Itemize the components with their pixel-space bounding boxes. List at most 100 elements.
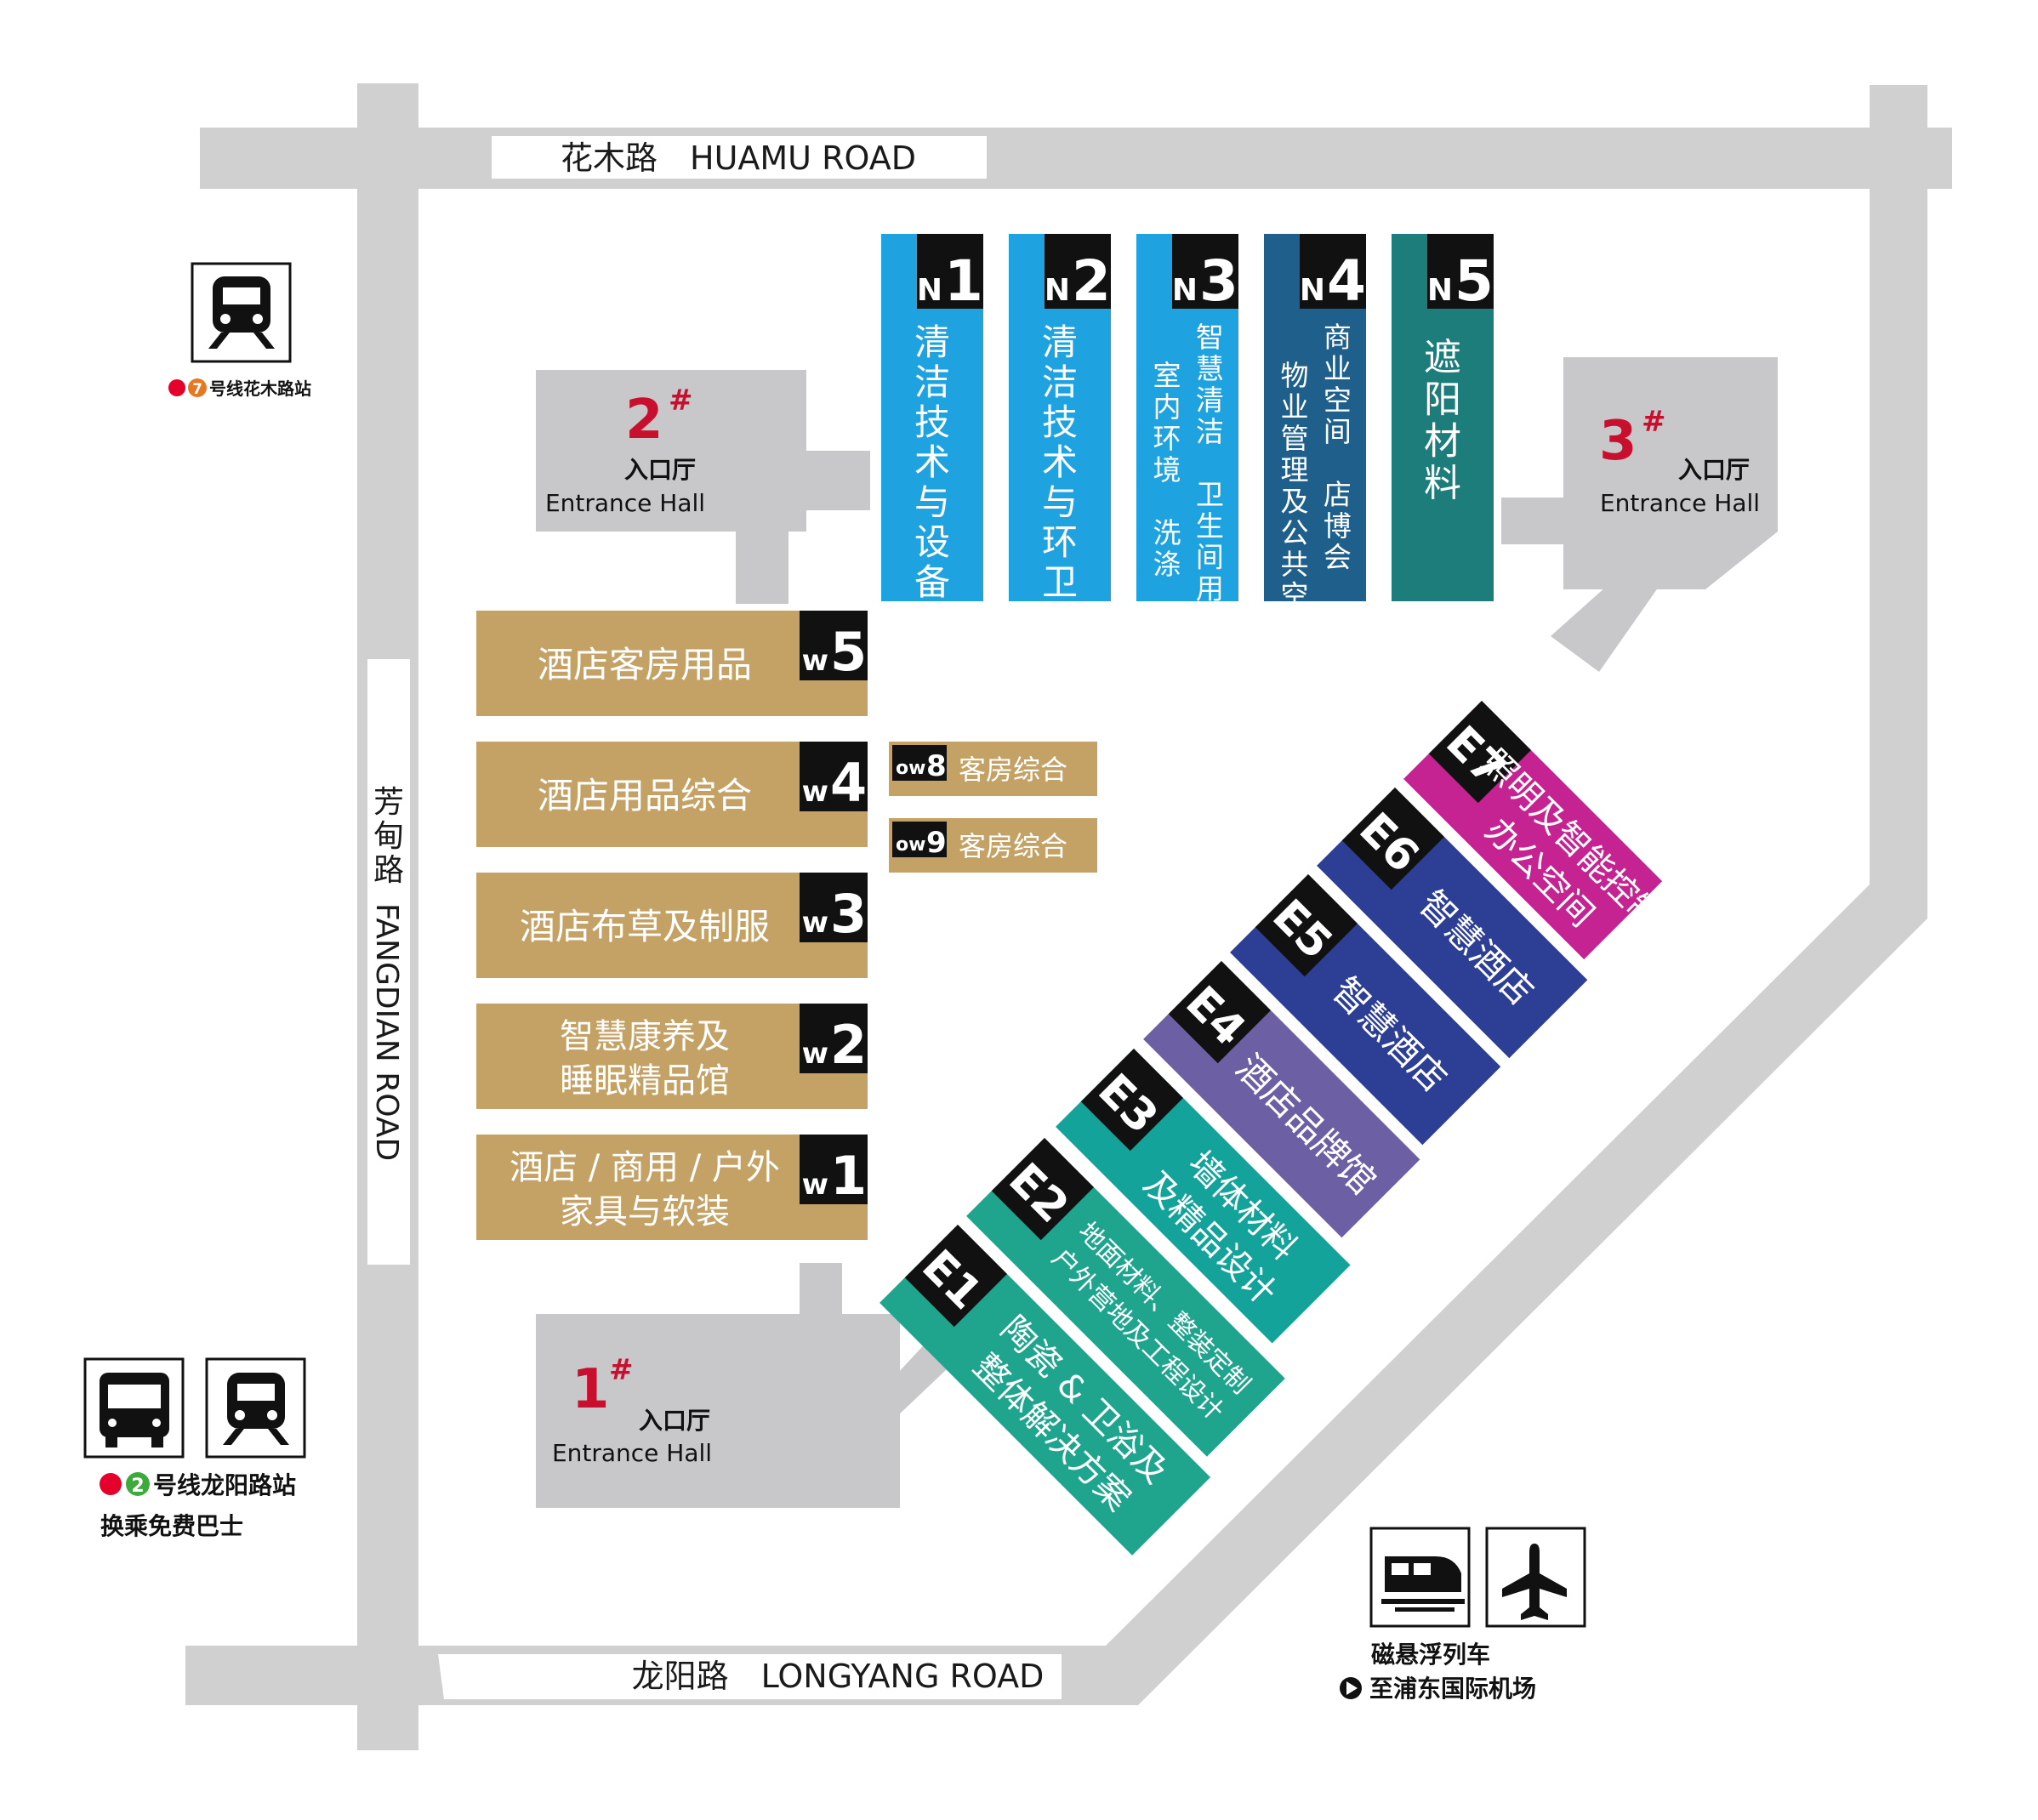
west-road-label-strip bbox=[367, 659, 410, 1265]
hall-code-letter: N bbox=[1300, 273, 1325, 308]
entrance-hall-3[interactable] bbox=[1501, 357, 1778, 672]
shanghai-metro-logo-icon bbox=[168, 379, 185, 396]
maglev-title: 磁悬浮列车 bbox=[1371, 1641, 1490, 1669]
hall-label-char: 智 bbox=[1196, 321, 1224, 354]
hall-label-char: 阳 bbox=[1424, 378, 1461, 421]
hall-code-number: 9 bbox=[926, 826, 947, 860]
line-7-number: 7 bbox=[192, 381, 202, 398]
entrance-3-number: 3 bbox=[1599, 410, 1637, 473]
hall-code-badge bbox=[1428, 701, 1531, 804]
hall-code-letter: w bbox=[802, 775, 828, 809]
hall-label-char: 备 bbox=[914, 561, 950, 603]
entrance-2-zh: 入口厅 bbox=[624, 456, 696, 484]
metro-7-station: 7 号线花木路站 bbox=[168, 262, 311, 399]
hall-label-char: 洁 bbox=[1196, 415, 1224, 448]
hall-label-char: 与 bbox=[914, 481, 950, 523]
entrance-2-hash: # bbox=[669, 384, 693, 418]
hall-code-badge bbox=[1255, 874, 1358, 977]
hall-label: 酒店客房用品 bbox=[538, 644, 752, 685]
hall-label-char: 环 bbox=[1153, 422, 1181, 455]
hall-label-char: 技 bbox=[914, 401, 950, 443]
hall-code-letter: w bbox=[802, 644, 828, 678]
hall-code-badge bbox=[904, 1225, 1007, 1328]
diagonal-road bbox=[1073, 884, 1927, 1705]
line-2-number: 2 bbox=[131, 1476, 144, 1497]
hall-label-char: 物 bbox=[1281, 359, 1309, 392]
hall-label-char: 材 bbox=[1424, 420, 1461, 464]
entrance-1-number: 1 bbox=[572, 1358, 610, 1421]
hall-label-char: 术 bbox=[1042, 441, 1078, 483]
hall-label: 客房综合 bbox=[959, 754, 1067, 786]
maglev-sub: 至浦东国际机场 bbox=[1369, 1675, 1536, 1703]
hall-label: 酒店 / 商用 / 户外 bbox=[510, 1148, 780, 1187]
hall-code-letter: N bbox=[1045, 273, 1070, 308]
hall-code-letter: w bbox=[802, 1037, 828, 1071]
hall-label-char: 洁 bbox=[914, 361, 950, 403]
hall-code-badge bbox=[892, 822, 947, 857]
hall-label-char: 管 bbox=[1281, 422, 1309, 455]
bus-transfer-text: 换乘免费巴士 bbox=[100, 1512, 243, 1540]
hall-label-char: 遮 bbox=[1424, 336, 1461, 379]
hall-code-badge bbox=[800, 873, 868, 942]
entrance-1-en: Entrance Hall bbox=[552, 1439, 712, 1467]
svg-text:芳: 芳 bbox=[373, 785, 404, 820]
hall-label-char: 会 bbox=[1324, 541, 1352, 574]
hall-label: 客房综合 bbox=[959, 830, 1067, 862]
hall-label-char: 洗 bbox=[1153, 516, 1181, 549]
hall-code-badge bbox=[1045, 234, 1111, 309]
hall-code-number: 1 bbox=[830, 1145, 867, 1207]
hall-code-number: 3 bbox=[830, 883, 867, 945]
hall-code-badge bbox=[1341, 788, 1444, 890]
hall-code-number: 8 bbox=[926, 749, 947, 783]
hall-label-char: 设 bbox=[914, 521, 950, 563]
hall-code-number: 5 bbox=[830, 621, 867, 683]
hall-code-letter: ow bbox=[896, 758, 925, 779]
hall-code-number: 1 bbox=[944, 248, 983, 314]
hall-label-char: 用 bbox=[1196, 572, 1224, 606]
metro-train-shape bbox=[208, 276, 275, 349]
entrance-1-zh: 入口厅 bbox=[639, 1407, 710, 1435]
hall-code-badge bbox=[1427, 234, 1494, 309]
hall-label-char: 环 bbox=[1042, 521, 1078, 563]
north-road-name: 花木路 HUAMU ROAD bbox=[561, 139, 916, 177]
maglev-airport: 磁悬浮列车 至浦东国际机场 bbox=[1340, 1527, 1586, 1703]
shanghai-metro-logo-icon bbox=[100, 1473, 122, 1495]
entrance-3-hash: # bbox=[1642, 405, 1666, 439]
hall-label-char: 技 bbox=[1042, 401, 1078, 443]
hall-label-char: 公 bbox=[1281, 516, 1309, 549]
hall-label-char: 涤 bbox=[1153, 548, 1181, 581]
hall-label-char: 业 bbox=[1324, 352, 1352, 385]
hall-label-char: 内 bbox=[1153, 390, 1181, 424]
hall-label-char: 卫 bbox=[1196, 478, 1224, 511]
hall-code-number: 5 bbox=[1454, 248, 1494, 314]
entrance-3-zh: 入口厅 bbox=[1678, 456, 1750, 484]
hall-code-letter: N bbox=[1427, 273, 1453, 308]
hall-code-number: 4 bbox=[830, 752, 867, 814]
hall-code-number: 2 bbox=[830, 1014, 867, 1076]
entrance-hall-2[interactable] bbox=[536, 370, 870, 604]
south-road-name: 龙阳路 LONGYANG ROAD bbox=[632, 1658, 1045, 1695]
hall-label-char: 术 bbox=[914, 441, 950, 483]
hall-code-badge bbox=[800, 611, 868, 680]
metro-2-text: 号线龙阳路站 bbox=[153, 1471, 296, 1499]
hall-code-number: 3 bbox=[1199, 248, 1238, 314]
entrance-hall-1[interactable] bbox=[536, 1263, 978, 1508]
hall-label-char: 博 bbox=[1324, 509, 1352, 543]
hall-label: 酒店用品综合 bbox=[538, 775, 752, 816]
hall-label: 睡眠精品馆 bbox=[560, 1061, 730, 1101]
hall-label-char: 卫 bbox=[1042, 561, 1078, 603]
